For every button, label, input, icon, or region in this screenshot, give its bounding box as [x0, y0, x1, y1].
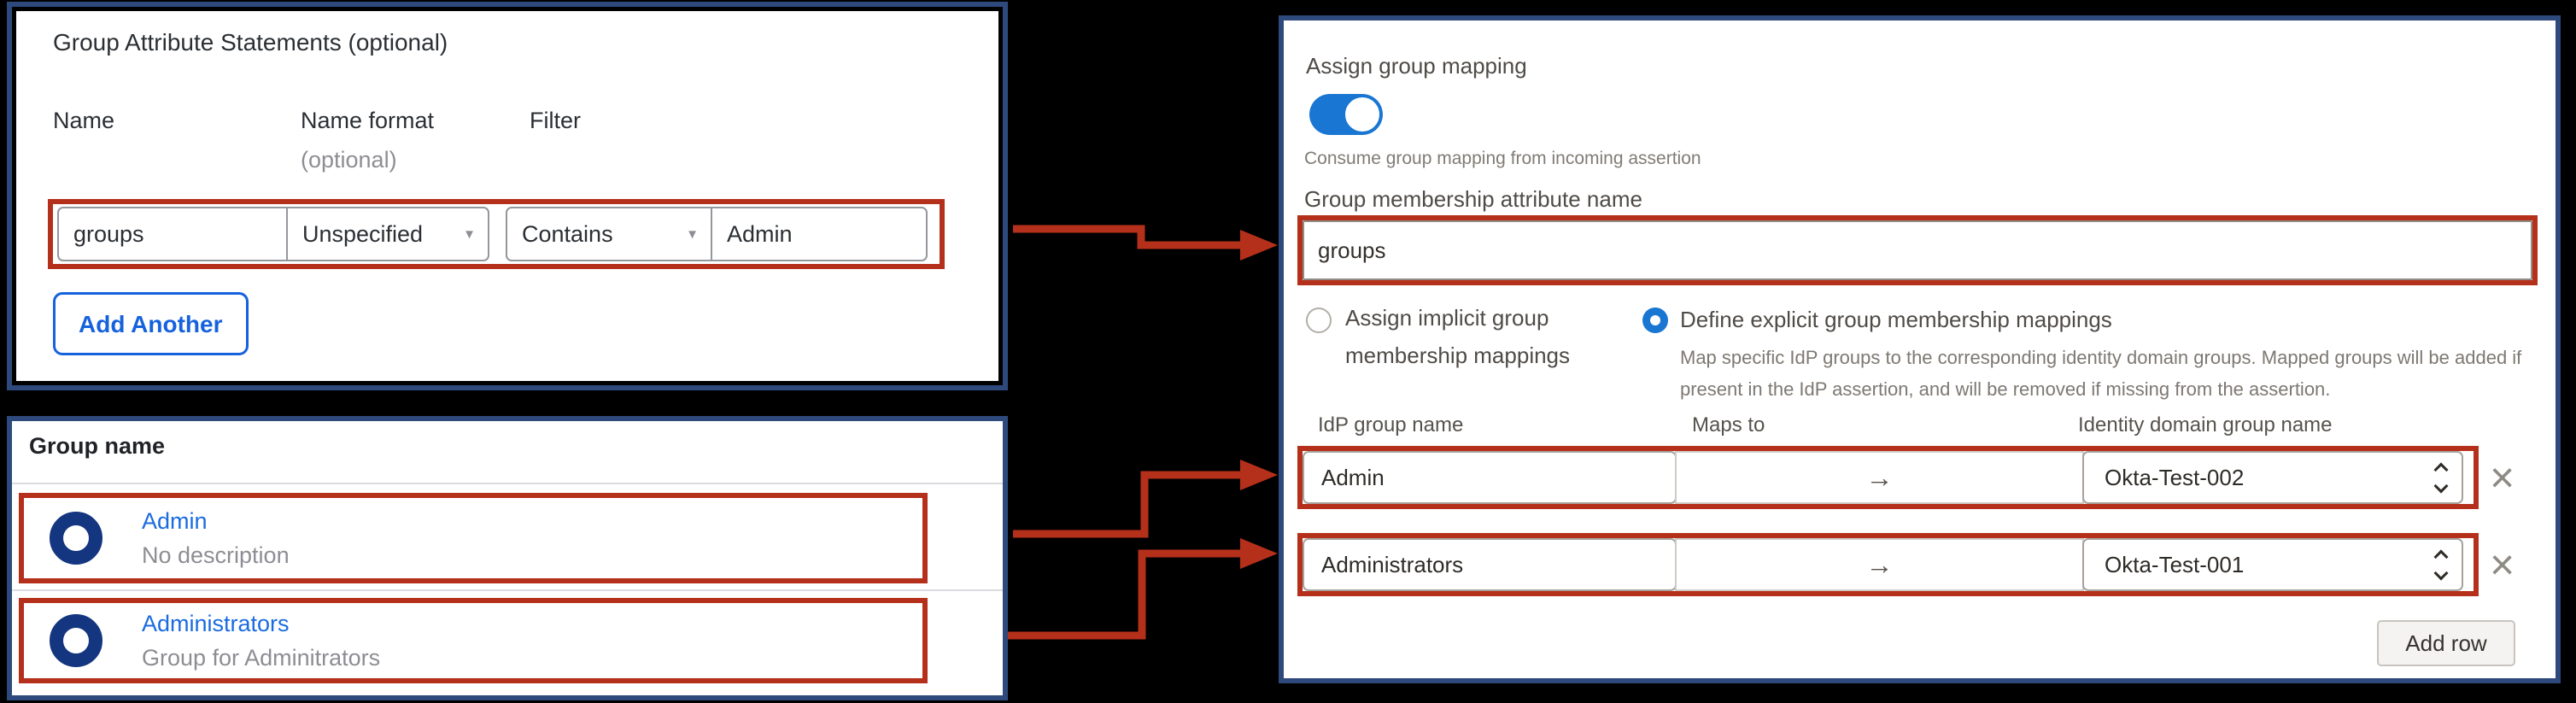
attribute-name-input[interactable]	[1303, 220, 2532, 280]
select-spinner-icon[interactable]	[2433, 549, 2449, 580]
group-name-link[interactable]: Admin	[142, 507, 208, 534]
remove-row-button[interactable]: ×	[2490, 454, 2515, 501]
idp-group-input[interactable]: Administrators	[1303, 538, 1677, 591]
chevron-down-icon	[2433, 478, 2449, 493]
mapping-row-admin: Admin → Okta-Test-002	[1297, 446, 2479, 509]
name-input[interactable]	[59, 208, 288, 260]
group-name-panel: Group name Admin No description Administ…	[7, 416, 1008, 700]
column-header-domain-group: Identity domain group name	[2078, 413, 2333, 436]
column-header-name-format: Name format	[301, 108, 435, 133]
implicit-mapping-radio[interactable]	[1306, 308, 1332, 333]
domain-group-select[interactable]: Okta-Test-001	[2082, 538, 2463, 591]
attribute-input-highlight	[1297, 215, 2538, 285]
right-arrow-icon: →	[1865, 461, 1894, 493]
assign-group-mapping-toggle[interactable]	[1309, 94, 1383, 135]
group-name-header: Group name	[29, 433, 166, 459]
arrowhead-icon	[1240, 538, 1278, 569]
mapping-row-administrators: Administrators → Okta-Test-001	[1297, 533, 2479, 596]
right-arrow-icon: →	[1865, 548, 1894, 580]
group-list-item-admin: Admin No description	[19, 493, 928, 583]
filter-fieldgroup: Contains ▼	[506, 207, 928, 261]
panel-title: Group Attribute Statements (optional)	[53, 29, 448, 56]
idp-group-value: Administrators	[1321, 551, 1464, 577]
explicit-mapping-label: Define explicit group membership mapping…	[1680, 307, 2112, 332]
arrow-attribute-mapping	[1013, 225, 1244, 249]
group-mapping-panel: Assign group mapping Consume group mappi…	[1279, 15, 2561, 683]
name-format-fieldgroup: Unspecified ▼	[57, 207, 489, 261]
filter-operator-value: Contains	[522, 220, 613, 247]
arrow-administrators-row	[1008, 549, 1244, 640]
name-input-field[interactable]	[73, 220, 286, 248]
toggle-hint-text: Consume group mapping from incoming asse…	[1304, 149, 1701, 168]
column-header-name-format-hint: (optional)	[301, 147, 397, 173]
column-header-filter: Filter	[530, 108, 581, 133]
arrow-admin-row	[1013, 471, 1244, 538]
group-name-link[interactable]: Administrators	[142, 610, 290, 636]
idp-group-value: Admin	[1321, 464, 1385, 490]
column-header-idp-group: IdP group name	[1318, 413, 1464, 436]
chevron-up-icon	[2433, 462, 2449, 477]
attribute-name-label: Group membership attribute name	[1304, 186, 1642, 212]
maps-to-cell: →	[1675, 451, 2084, 504]
implicit-mapping-label: Assign implicit group membership mapping…	[1345, 305, 1571, 368]
chevron-down-icon	[2433, 565, 2449, 580]
explicit-mapping-description: Map specific IdP groups to the correspon…	[1680, 347, 2522, 400]
attribute-row-highlight: Unspecified ▼ Contains ▼	[48, 199, 945, 269]
domain-group-value: Okta-Test-002	[2105, 464, 2245, 490]
group-attribute-statements-panel: Group Attribute Statements (optional) Na…	[7, 2, 1008, 390]
arrowhead-icon	[1240, 230, 1278, 261]
domain-group-value: Okta-Test-001	[2105, 551, 2245, 577]
assign-group-mapping-label: Assign group mapping	[1306, 53, 1527, 79]
arrowhead-icon	[1240, 460, 1278, 490]
group-ring-icon	[50, 614, 102, 667]
toggle-knob	[1344, 97, 1380, 132]
name-format-select[interactable]: Unspecified ▼	[288, 208, 488, 260]
group-ring-icon	[50, 512, 102, 565]
filter-value-input[interactable]	[712, 208, 926, 260]
select-spinner-icon[interactable]	[2433, 462, 2449, 493]
explicit-mapping-radio[interactable]	[1642, 308, 1668, 333]
domain-group-select[interactable]: Okta-Test-002	[2082, 451, 2463, 504]
column-header-maps-to: Maps to	[1692, 413, 1765, 436]
chevron-down-icon: ▼	[463, 226, 476, 242]
header-divider	[12, 483, 1003, 484]
add-another-button[interactable]: Add Another	[53, 292, 249, 355]
remove-row-button[interactable]: ×	[2490, 541, 2515, 589]
group-description: Group for Adminitrators	[142, 644, 381, 671]
row-divider	[12, 589, 1003, 591]
column-header-name: Name	[53, 108, 115, 133]
filter-value-field[interactable]	[727, 220, 926, 248]
filter-operator-select[interactable]: Contains ▼	[507, 208, 712, 260]
group-list-item-administrators: Administrators Group for Adminitrators	[19, 598, 928, 683]
chevron-down-icon: ▼	[686, 226, 699, 242]
group-description: No description	[142, 542, 290, 568]
chevron-up-icon	[2433, 549, 2449, 564]
idp-group-input[interactable]: Admin	[1303, 451, 1677, 504]
maps-to-cell: →	[1675, 538, 2084, 591]
add-row-button[interactable]: Add row	[2377, 620, 2515, 666]
name-format-value: Unspecified	[302, 220, 424, 247]
